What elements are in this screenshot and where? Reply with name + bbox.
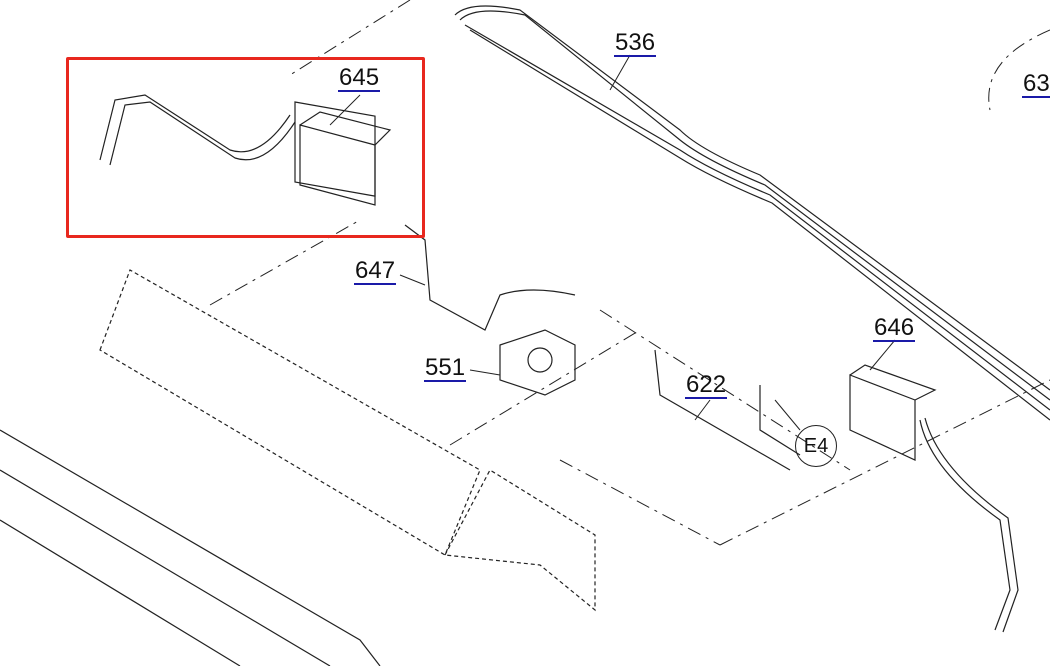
part-647-wire xyxy=(404,224,576,331)
part-label-646[interactable]: 646 xyxy=(873,314,916,342)
highlight-box-645 xyxy=(66,57,425,238)
panel-outline xyxy=(99,269,596,612)
part-646-harness xyxy=(849,364,1019,633)
part-645-harness xyxy=(99,94,392,206)
part-551-motor xyxy=(499,329,576,396)
part-label-551[interactable]: 551 xyxy=(424,354,467,382)
part-label-536[interactable]: 536 xyxy=(614,29,657,57)
reference-label-e4: E4 xyxy=(795,425,837,467)
part-label-645[interactable]: 645 xyxy=(338,64,381,92)
part-label-647[interactable]: 647 xyxy=(354,257,397,285)
frame-assembly xyxy=(0,429,381,666)
cable-536 xyxy=(454,5,1050,421)
part-622-bracket xyxy=(654,349,801,471)
part-label-63[interactable]: 63 xyxy=(1022,70,1050,98)
part-label-622[interactable]: 622 xyxy=(685,371,728,399)
